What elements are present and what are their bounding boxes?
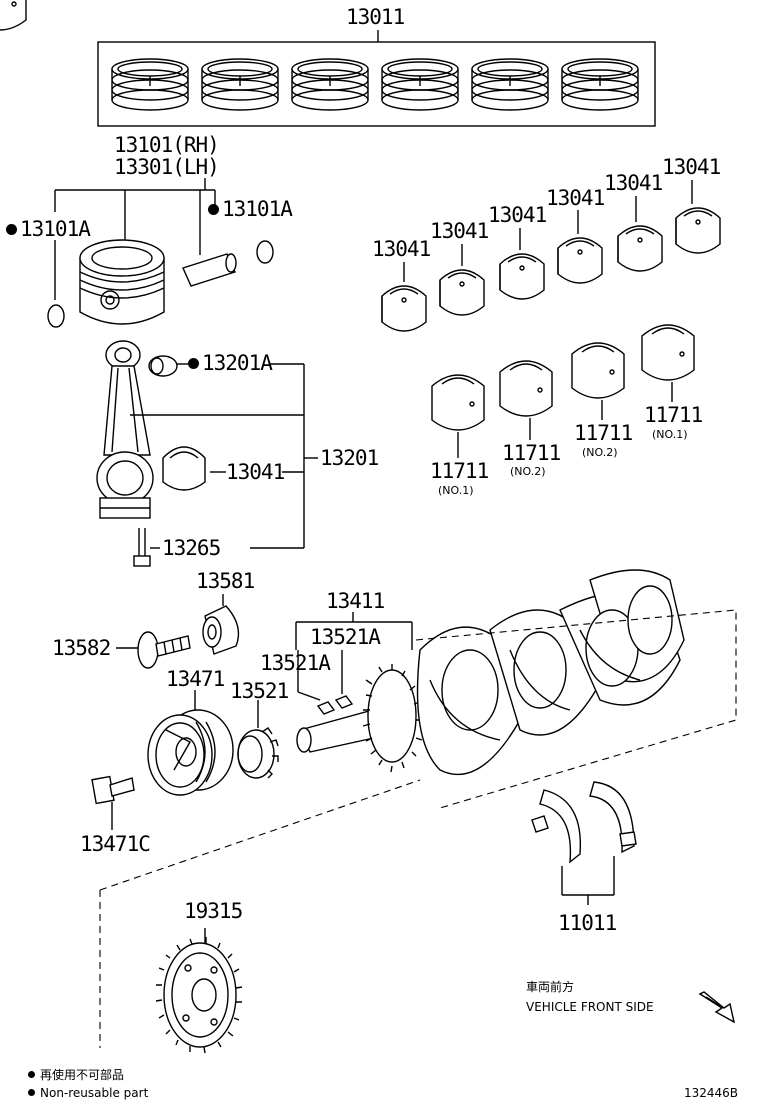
piston-drawing xyxy=(79,239,165,325)
label-13101-rh[interactable]: 13101(RH) xyxy=(114,133,220,157)
direction-en: VEHICLE FRONT SIDE xyxy=(526,1000,654,1014)
label-11711-1[interactable]: 11711 xyxy=(430,459,489,483)
label-13521[interactable]: 13521 xyxy=(230,679,289,703)
timing-sprocket-drawing xyxy=(155,928,243,1054)
label-13201a[interactable]: 13201A xyxy=(188,352,273,374)
legend-dot-icon xyxy=(28,1089,35,1096)
label-13041-b6[interactable]: 13041 xyxy=(662,155,721,179)
label-11711-3[interactable]: 11711 xyxy=(574,421,633,445)
illustration-id: 132446B xyxy=(684,1086,739,1100)
label-11011[interactable]: 11011 xyxy=(558,911,617,935)
thrust-washers-drawing xyxy=(531,781,637,905)
label-13521a-1[interactable]: 13521A xyxy=(310,625,381,649)
crank-pulley-drawing xyxy=(147,690,234,796)
rod-bearing-drawing xyxy=(162,446,206,491)
label-13582[interactable]: 13582 xyxy=(52,636,111,660)
label-11711-2[interactable]: 11711 xyxy=(502,441,561,465)
front-direction-arrow xyxy=(698,991,736,1024)
piston-leaders xyxy=(54,178,216,300)
label-13521a-2[interactable]: 13521A xyxy=(260,651,331,675)
bolt-washer-drawing xyxy=(116,594,240,669)
label-13101a-left[interactable]: 13101A xyxy=(6,218,91,240)
label-13101a-right[interactable]: 13101A xyxy=(208,198,293,220)
keys-drawing xyxy=(297,650,354,715)
crank-gear-drawing xyxy=(237,700,279,779)
label-19315[interactable]: 19315 xyxy=(184,899,243,923)
label-13011[interactable]: 13011 xyxy=(346,5,405,29)
label-13041-b3[interactable]: 13041 xyxy=(488,203,547,227)
legend-jp: 再使用不可部品 xyxy=(28,1068,124,1082)
label-11711-4-sub: (NO.1) xyxy=(652,428,688,441)
label-13041-b4[interactable]: 13041 xyxy=(546,186,605,210)
label-11711-3-sub: (NO.2) xyxy=(582,446,618,459)
non-reusable-dot xyxy=(6,224,17,235)
label-13041-b1[interactable]: 13041 xyxy=(372,237,431,261)
rod-bolt-drawing xyxy=(133,528,151,567)
label-13041-b5[interactable]: 13041 xyxy=(604,171,663,195)
label-11711-2-sub: (NO.2) xyxy=(510,465,546,478)
crankshaft-drawing xyxy=(296,569,685,775)
label-13041-b2[interactable]: 13041 xyxy=(430,219,489,243)
label-11711-4[interactable]: 11711 xyxy=(644,403,703,427)
piston-ring-set-box xyxy=(97,30,656,127)
label-13201[interactable]: 13201 xyxy=(320,446,379,470)
legend-dot-icon xyxy=(28,1071,35,1078)
label-13041-rod[interactable]: 13041 xyxy=(226,460,285,484)
label-13471[interactable]: 13471 xyxy=(166,667,225,691)
label-13471c[interactable]: 13471C xyxy=(80,832,151,856)
direction-jp: 車両前方 xyxy=(526,980,575,994)
non-reusable-dot xyxy=(208,204,219,215)
piston-pin-drawing xyxy=(182,253,237,287)
crankshaft-leaders xyxy=(295,612,413,650)
rod-leaders xyxy=(130,363,318,549)
piston-ring-set-drawing xyxy=(111,58,639,111)
label-13265[interactable]: 13265 xyxy=(162,536,221,560)
connecting-rod-drawing xyxy=(96,340,154,519)
legend-en: Non-reusable part xyxy=(28,1086,148,1100)
label-13301-lh[interactable]: 13301(LH) xyxy=(114,155,220,179)
label-13581[interactable]: 13581 xyxy=(196,569,255,593)
rod-bushing-drawing xyxy=(148,355,178,377)
label-13411[interactable]: 13411 xyxy=(326,589,385,613)
label-11711-1-sub: (NO.1) xyxy=(438,484,474,497)
pulley-bolt-drawing xyxy=(91,775,135,830)
main-bearings-lower xyxy=(0,0,695,458)
non-reusable-dot xyxy=(188,358,199,369)
